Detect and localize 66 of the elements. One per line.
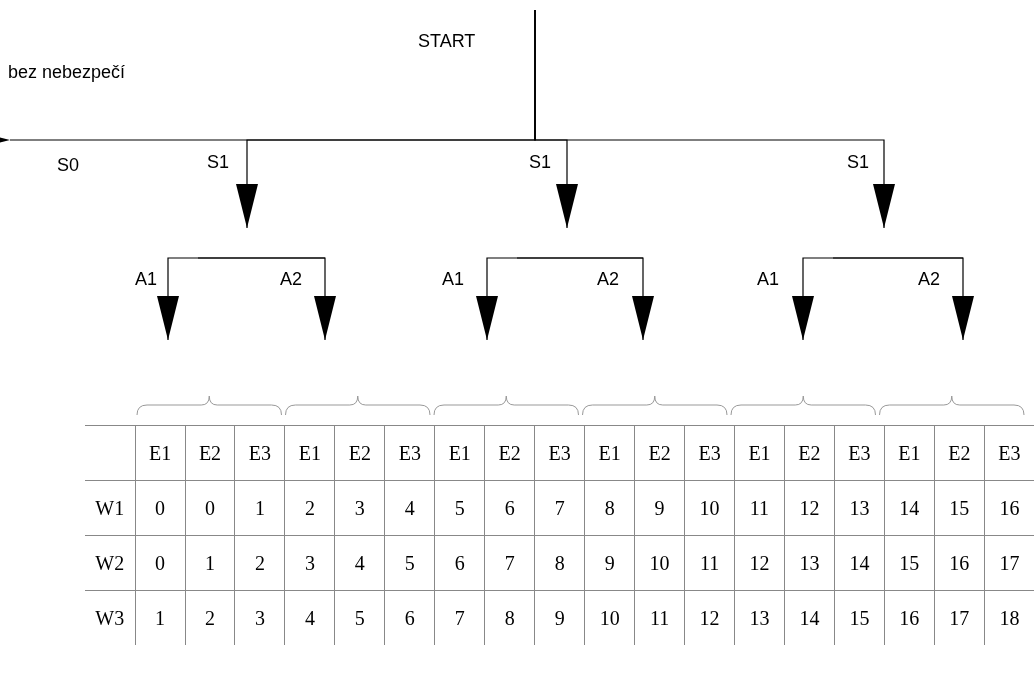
- table-cell: E3: [834, 425, 885, 481]
- branch-label: A1: [757, 270, 780, 288]
- table-cell: 13: [784, 535, 835, 591]
- arrow: [534, 9, 895, 229]
- table-cell: 7: [484, 535, 535, 591]
- table-cell: 13: [834, 480, 885, 536]
- branch-label: A1: [135, 270, 158, 288]
- table-cell: E1: [135, 425, 186, 481]
- arrow: [516, 257, 654, 341]
- table-cell: 1: [185, 535, 235, 591]
- table-cell: E2: [934, 425, 985, 481]
- table-cell: 7: [534, 480, 585, 536]
- table-cell: 10: [684, 480, 735, 536]
- table-cell: 11: [684, 535, 735, 591]
- table-cell: 2: [284, 480, 335, 536]
- table-cell: 0: [135, 535, 186, 591]
- table-cell: 8: [584, 480, 635, 536]
- table-cell: W1: [85, 480, 136, 536]
- table-cell: 14: [884, 480, 935, 536]
- table-cell: 1: [235, 480, 285, 536]
- table-cell: E2: [634, 425, 685, 481]
- arrow: [197, 257, 336, 341]
- table-cell: 2: [235, 535, 285, 591]
- table-cell: 14: [834, 535, 885, 591]
- table-cell: 4: [384, 480, 435, 536]
- table-cell: E2: [784, 425, 835, 481]
- table-cell: 5: [384, 535, 435, 591]
- branch-label: A1: [442, 270, 465, 288]
- table-cell: 3: [334, 480, 385, 536]
- table-cell: 9: [634, 480, 685, 536]
- table-cell: 6: [484, 480, 535, 536]
- table-cell: E3: [384, 425, 435, 481]
- table-cell: 3: [284, 535, 335, 591]
- table-cell: E3: [534, 425, 585, 481]
- table-cell: E1: [734, 425, 785, 481]
- arrow: [832, 257, 974, 341]
- table-cell: 16: [934, 535, 985, 591]
- table-cell: 0: [135, 480, 186, 536]
- table-cell: E1: [584, 425, 635, 481]
- table-cell: 0: [185, 480, 235, 536]
- table-cell: 9: [584, 535, 635, 591]
- table-cell: E2: [185, 425, 235, 481]
- table-cell: E1: [884, 425, 935, 481]
- branch-label: A2: [597, 270, 620, 288]
- table-cell: E3: [684, 425, 735, 481]
- table-cell: E3: [984, 425, 1034, 481]
- table-cell: W3: [85, 590, 136, 645]
- table-cell: E3: [235, 425, 285, 481]
- table-cell: E2: [484, 425, 535, 481]
- table-cell: E2: [334, 425, 385, 481]
- table-cell: W2: [85, 535, 136, 591]
- table-cell: 11: [734, 480, 785, 536]
- table-cell: 18: [984, 590, 1034, 645]
- table-cell: 8: [534, 535, 585, 591]
- table-cell: E1: [434, 425, 485, 481]
- table-cell: E1: [284, 425, 335, 481]
- table-cell: 10: [634, 535, 685, 591]
- table-cell: 4: [334, 535, 385, 591]
- branch-label: A2: [918, 270, 941, 288]
- table-cell: 15: [884, 535, 935, 591]
- table-cell: 5: [434, 480, 485, 536]
- table-cell: 6: [434, 535, 485, 591]
- branch-label: A2: [280, 270, 303, 288]
- table-cell: 12: [784, 480, 835, 536]
- table-cell: 15: [934, 480, 985, 536]
- table-cell: 12: [734, 535, 785, 591]
